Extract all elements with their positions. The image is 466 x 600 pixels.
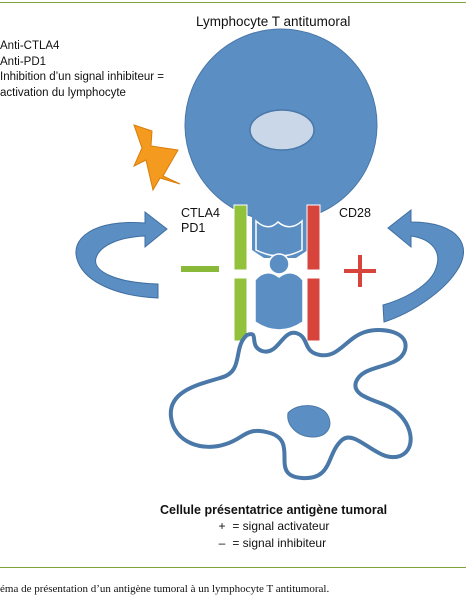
treatment-explanation-line2: activation du lymphocyte xyxy=(0,86,126,99)
top-frame-line xyxy=(0,2,466,3)
lightning-bolt-icon xyxy=(132,124,181,192)
antigen-peptide xyxy=(268,253,290,275)
tcr-receptor xyxy=(255,219,303,257)
label-cd28: CD28 xyxy=(339,206,371,220)
inhibitory-receptor-upper xyxy=(233,204,248,271)
apc-title: Cellule présentatrice antigène tumoral xyxy=(160,503,388,517)
legend-inhibitory-text: = signal inhibiteur xyxy=(232,536,327,550)
legend-activating: + = signal activateur xyxy=(215,518,329,535)
plus-sign xyxy=(344,255,376,287)
curved-arrow-left-icon xyxy=(75,210,168,299)
lymphocyte-title: Lymphocyte T antitumoral xyxy=(196,14,351,29)
legend-plus-symbol: + xyxy=(218,519,226,533)
label-ctla4: CTLA4 xyxy=(181,206,220,220)
mhc-molecule xyxy=(254,271,304,331)
legend-minus-symbol: – xyxy=(218,536,226,550)
activating-receptor-lower xyxy=(306,277,321,342)
legend-activating-text: = signal activateur xyxy=(232,519,330,533)
lymphocyte-nucleus xyxy=(249,109,315,151)
curved-arrow-right-icon xyxy=(382,208,465,323)
bottom-frame-line xyxy=(0,567,466,568)
figure-caption: éma de présentation d’un antigène tumora… xyxy=(0,583,330,595)
antigen-presenting-cell xyxy=(168,328,413,481)
label-pd1: PD1 xyxy=(181,221,206,235)
treatment-list: Anti-CTLA4 Anti-PD1 Inhibition d’un sign… xyxy=(0,39,164,101)
legend-inhibitory: – = signal inhibiteur xyxy=(215,535,329,552)
activating-receptor-upper xyxy=(306,204,321,271)
treatment-explanation-line1: Inhibition d’un signal inhibiteur = xyxy=(0,71,164,83)
treatment-anti-pd1: Anti-PD1 xyxy=(0,55,47,68)
minus-sign xyxy=(181,266,219,272)
inhibitory-receptor-lower xyxy=(233,277,248,342)
legend: + = signal activateur – = signal inhibit… xyxy=(215,518,329,552)
apc-nucleus xyxy=(287,405,331,438)
inhibitory-receptor-label: CTLA4 PD1 xyxy=(181,206,220,236)
treatment-anti-ctla4: Anti-CTLA4 xyxy=(0,40,60,52)
